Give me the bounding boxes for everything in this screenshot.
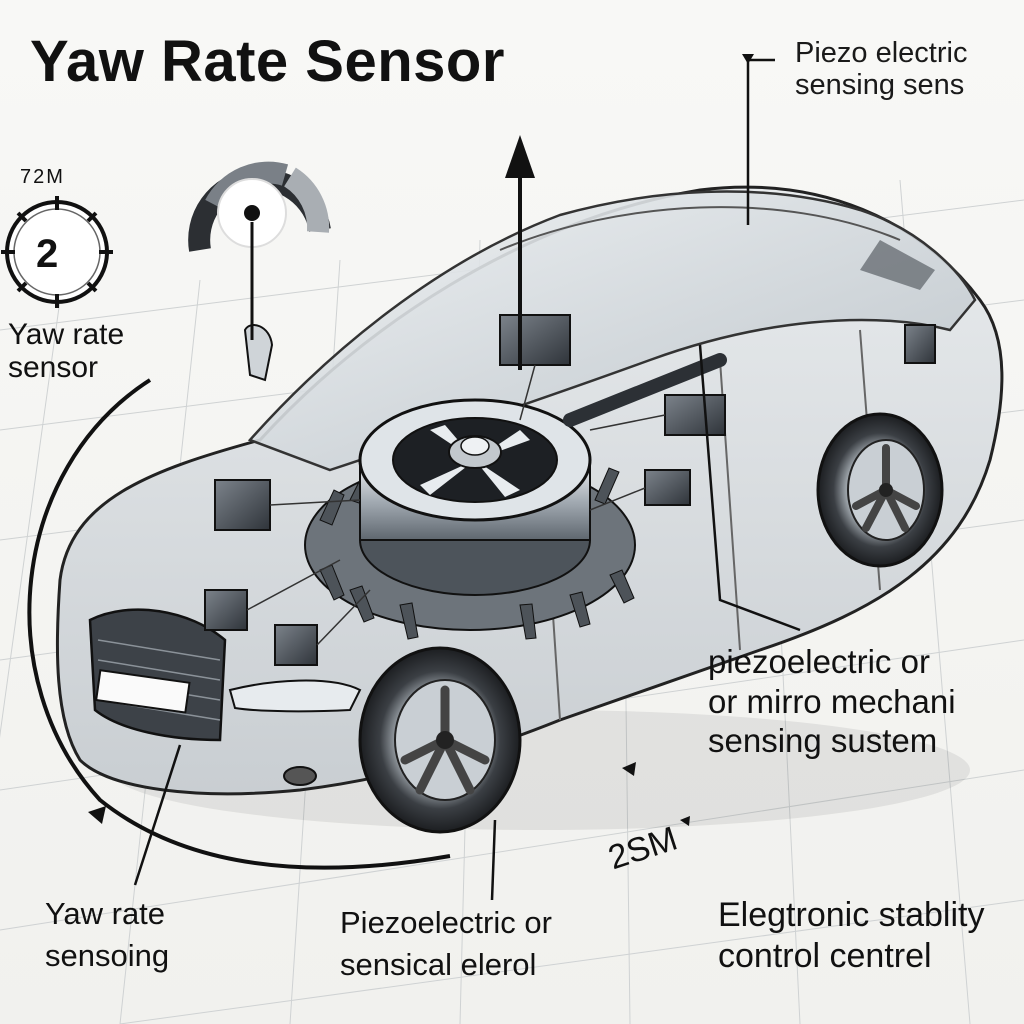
leader-arrowhead bbox=[742, 54, 754, 64]
arrow-up-icon bbox=[505, 135, 535, 370]
yaw-rotation-arc bbox=[27, 378, 451, 870]
yaw-sensor-icon bbox=[358, 353, 727, 596]
page-title: Yaw Rate Sensor bbox=[30, 29, 505, 94]
front-wheel bbox=[358, 646, 522, 834]
dial-icon bbox=[1, 196, 113, 308]
front-grille bbox=[88, 608, 227, 742]
floor-marker bbox=[622, 762, 690, 826]
callout-left: Yaw rate sensor bbox=[8, 318, 125, 384]
gauge-icon bbox=[188, 161, 331, 340]
callout-bottom-center: Piezoelectric or sensical elerol bbox=[340, 905, 552, 982]
rear-wheel bbox=[816, 412, 944, 568]
dial-number: 72M bbox=[20, 166, 65, 188]
callout-top-right: Piezo electric sensing sens bbox=[795, 37, 968, 101]
dial-center-value: 2 bbox=[36, 232, 59, 276]
car-glass-cabin bbox=[247, 190, 977, 472]
electronic-modules bbox=[204, 314, 936, 666]
callout-bottom-left: Yaw rate sensoing bbox=[45, 896, 170, 973]
yaw-arc-arrowhead bbox=[88, 806, 106, 824]
callout-middle-right: piezoelectric or or mirro mechani sensin… bbox=[708, 643, 956, 760]
leader-lines bbox=[133, 58, 801, 901]
callout-bottom-right: Elegtronic stablity control centrel bbox=[718, 896, 985, 975]
